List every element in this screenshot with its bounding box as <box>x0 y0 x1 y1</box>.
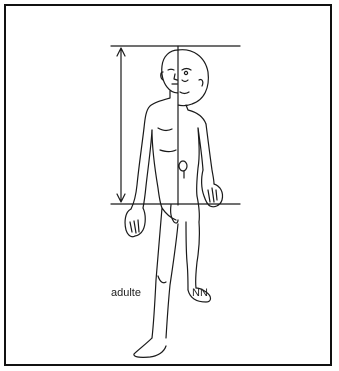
newborn-half-figure <box>178 50 223 302</box>
newborn-label: NN <box>192 287 208 299</box>
adult-label: adulte <box>111 287 141 299</box>
